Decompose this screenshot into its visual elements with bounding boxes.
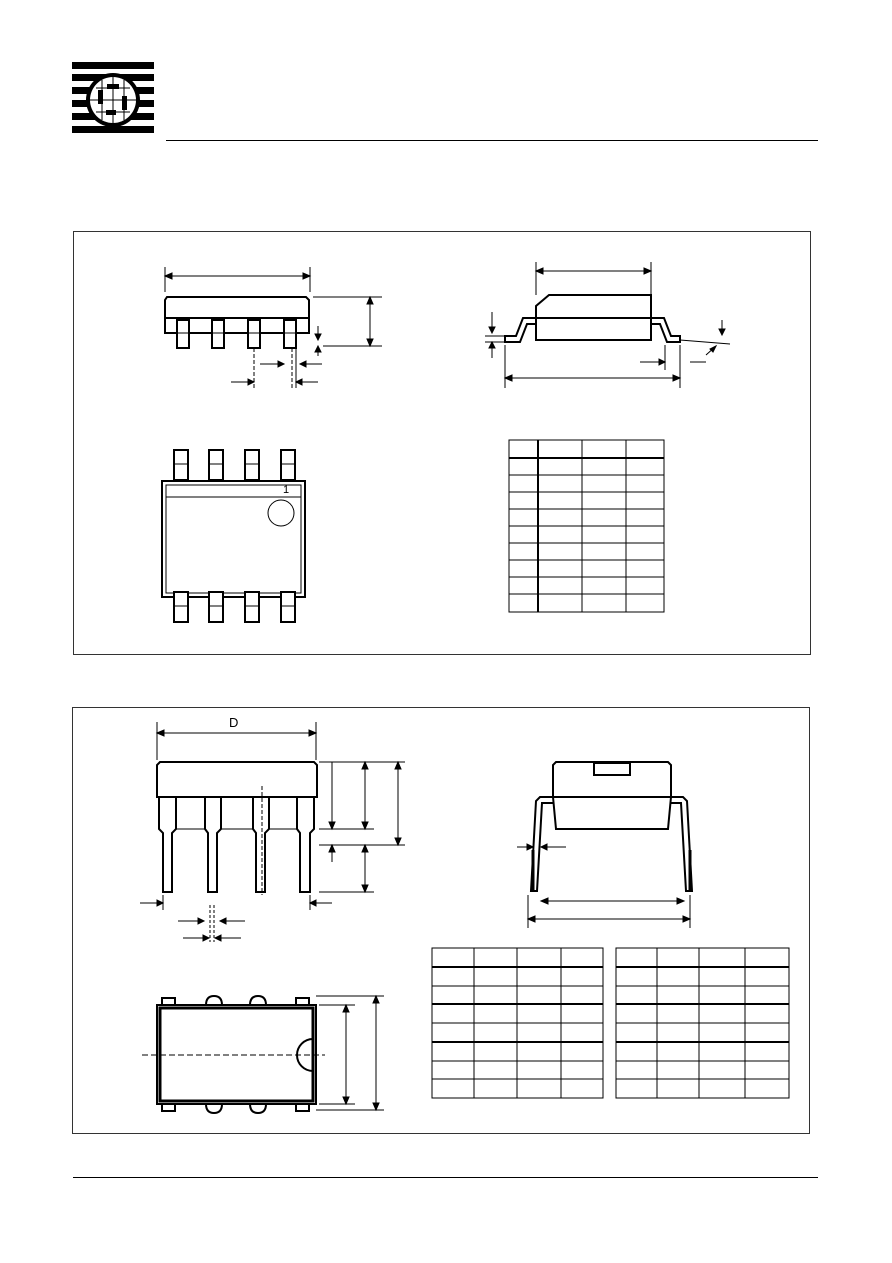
dip-dimension-table-left xyxy=(431,947,604,1099)
dip-top-view xyxy=(142,994,384,1115)
dip-package-panel xyxy=(72,707,810,1134)
header-rule xyxy=(166,140,818,141)
dip-side-view xyxy=(140,722,405,942)
dip-dimension-D-label: D xyxy=(229,715,239,730)
soic-dimension-table xyxy=(508,439,665,613)
soic-side-view xyxy=(163,267,382,388)
pin1-marker-label: 1 xyxy=(283,484,290,496)
company-logo xyxy=(72,60,154,140)
dip-end-view xyxy=(517,761,694,928)
soic-end-view xyxy=(485,262,731,388)
soic-package-panel xyxy=(73,231,811,655)
company-logo-icon xyxy=(72,60,154,140)
dip-dimension-table-right xyxy=(615,947,790,1099)
soic-top-view xyxy=(161,449,306,623)
footer-rule xyxy=(73,1177,818,1178)
